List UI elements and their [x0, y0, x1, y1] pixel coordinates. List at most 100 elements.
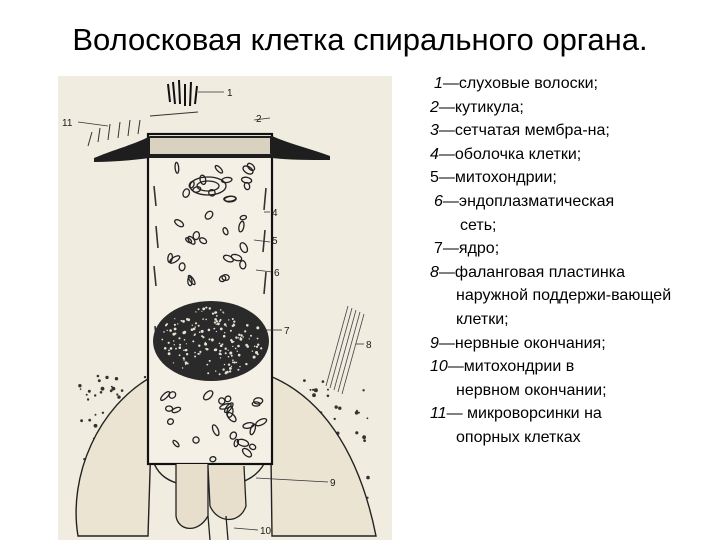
legend-item-number: 7	[434, 240, 443, 258]
chromatin-dot	[195, 311, 197, 313]
chromatin-dot	[219, 357, 222, 359]
chromatin-dot	[197, 352, 200, 355]
chromatin-dot	[179, 343, 182, 346]
texture-dot	[363, 439, 366, 442]
chromatin-dot	[178, 346, 182, 350]
mitochondrion	[218, 397, 226, 405]
legend-item-number: 5	[430, 169, 439, 187]
chromatin-dot	[205, 306, 208, 309]
legend-item-text: —митохондрии;	[438, 169, 557, 187]
texture-dot	[354, 411, 359, 415]
chromatin-dot	[246, 345, 249, 348]
mitochondrion	[178, 262, 186, 272]
chromatin-dot	[194, 351, 196, 354]
chromatin-dot	[232, 361, 234, 364]
legend-item-continuation: сеть;	[460, 216, 497, 234]
chromatin-dot	[239, 337, 243, 341]
chromatin-dot	[224, 352, 227, 355]
texture-dot	[366, 417, 369, 420]
chromatin-dot	[230, 354, 233, 357]
hair-stem	[149, 111, 199, 117]
chromatin-dot	[178, 354, 181, 357]
chromatin-dot	[231, 340, 233, 342]
mitochondrion	[209, 456, 217, 463]
chromatin-dot	[163, 347, 167, 350]
chromatin-dot	[164, 324, 168, 327]
mitochondrion	[239, 242, 249, 254]
mitochondrion	[226, 406, 234, 418]
chromatin-dot	[197, 308, 200, 311]
chromatin-dot	[242, 336, 244, 338]
texture-dot	[356, 409, 358, 412]
mitochondrion	[218, 275, 227, 283]
chromatin-dot	[231, 318, 234, 320]
chromatin-dot	[215, 320, 218, 323]
chromatin-dot	[163, 331, 165, 333]
texture-dot	[116, 393, 119, 396]
figure-number-1: 1	[227, 88, 233, 99]
mitochondrion	[249, 423, 257, 436]
mitochondrion	[196, 180, 220, 192]
chromatin-dot	[232, 359, 234, 362]
chromatin-dot	[227, 355, 230, 358]
chromatin-dot	[211, 312, 215, 315]
chromatin-dot	[238, 333, 241, 336]
mitochondrion	[187, 235, 196, 245]
chromatin-dot	[233, 324, 236, 327]
cuticle	[150, 138, 270, 154]
legend-item-text: —митохондрии в	[447, 358, 575, 376]
chromatin-dot	[239, 365, 241, 368]
legend-item-text: —сетчатая мембра-на;	[438, 122, 610, 140]
chromatin-dot	[215, 315, 218, 317]
chromatin-dot	[222, 311, 224, 313]
nucleus-texture	[161, 306, 263, 376]
chromatin-dot	[255, 345, 259, 348]
chromatin-dot	[227, 363, 231, 366]
mitochondrion	[160, 391, 171, 401]
mitochondrion	[241, 447, 253, 458]
mitochondria	[160, 161, 268, 463]
mitochondrion	[222, 254, 234, 263]
phalangeal-plate	[325, 305, 365, 395]
chromatin-dot	[218, 373, 221, 376]
texture-dot	[85, 393, 88, 396]
mitochondrion	[238, 220, 245, 233]
chromatin-dot	[193, 334, 196, 336]
mitochondrion	[236, 438, 250, 447]
chromatin-dot	[190, 328, 194, 331]
chromatin-dot	[174, 318, 176, 320]
mitochondrion	[211, 424, 220, 437]
chromatin-dot	[256, 337, 259, 340]
chromatin-dot	[222, 334, 226, 338]
chromatin-dot	[246, 324, 249, 327]
chromatin-dot	[221, 343, 224, 346]
chromatin-dot	[181, 367, 184, 369]
figure-number-6: 6	[274, 268, 280, 279]
figure-number-10: 10	[260, 526, 272, 537]
mitochondrion	[223, 402, 234, 414]
chromatin-dot	[192, 327, 196, 331]
mitochondrion	[166, 418, 175, 426]
mitochondrion	[248, 443, 257, 451]
chromatin-dot	[161, 338, 164, 341]
figure-number-2: 2	[256, 114, 262, 125]
chromatin-dot	[168, 349, 170, 352]
chromatin-dot	[173, 344, 175, 346]
chromatin-dot	[224, 332, 226, 334]
chromatin-dot	[183, 339, 186, 341]
chromatin-dot	[256, 353, 259, 356]
chromatin-dot	[194, 355, 197, 358]
chromatin-dot	[183, 349, 185, 351]
chromatin-dot	[224, 347, 227, 350]
mitochondrion	[172, 439, 180, 448]
chromatin-dot	[219, 344, 223, 348]
chromatin-dot	[237, 337, 240, 339]
legend-item: 7—ядро;	[430, 237, 715, 261]
chromatin-dot	[227, 349, 229, 351]
mitochondrion	[246, 162, 256, 172]
legend-item: 4—оболочка клетки;	[430, 143, 715, 167]
chromatin-dot	[205, 318, 207, 321]
legend-item: 9—нервные окончания;	[430, 332, 715, 356]
label-leaders	[77, 91, 364, 531]
